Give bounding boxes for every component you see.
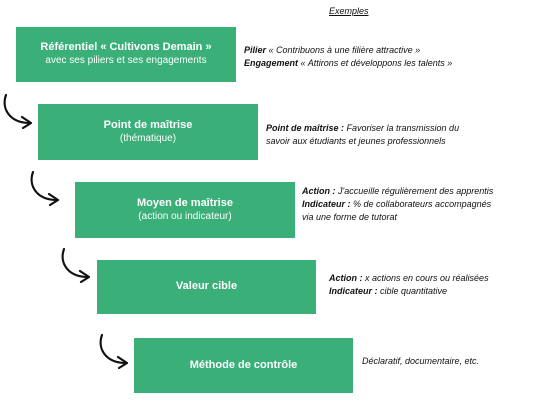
example-line: Point de maîtrise : Favoriser la transmi… — [266, 123, 460, 133]
example-line: Pilier « Contribuons à une filière attra… — [244, 45, 421, 55]
example-line: Déclaratif, documentaire, etc. — [362, 356, 480, 366]
step-title: Méthode de contrôle — [189, 358, 298, 371]
step-subtitle: avec ses piliers et ses engagements — [45, 55, 207, 67]
curved-arrow-icon — [61, 247, 91, 283]
example-line: Action : x actions en cours ou réalisées — [329, 273, 489, 283]
example-line: Action : J'accueille régulièrement des a… — [302, 186, 494, 196]
example-text-moyen-de-maitrise: Action : J'accueille régulièrement des a… — [302, 185, 493, 224]
step-box-valeur-cible: Valeur cible — [97, 260, 316, 314]
example-line: Indicateur : % de collaborateurs accompa… — [302, 199, 492, 209]
step-title: Point de maîtrise — [103, 118, 193, 131]
step-box-point-de-maitrise: Point de maîtrise (thématique) — [38, 104, 258, 160]
step-subtitle: (thématique) — [119, 132, 177, 144]
example-line: savoir aux étudiants et jeunes professio… — [266, 136, 446, 146]
step-title: Valeur cible — [175, 280, 238, 293]
examples-header: Exemples — [329, 6, 369, 16]
step-title: Référentiel « Cultivons Demain » — [40, 41, 212, 54]
step-box-methode-de-controle: Méthode de contrôle — [134, 338, 353, 393]
example-text-point-de-maitrise: Point de maîtrise : Favoriser la transmi… — [266, 122, 459, 148]
step-box-moyen-de-maitrise: Moyen de maîtrise (action ou indicateur) — [75, 182, 295, 238]
example-line: Engagement « Attirons et développons les… — [244, 58, 453, 68]
step-subtitle: (action ou indicateur) — [138, 210, 232, 222]
curved-arrow-icon — [99, 333, 129, 369]
step-title: Moyen de maîtrise — [137, 196, 233, 209]
example-text-referentiel: Pilier « Contribuons à une filière attra… — [244, 44, 452, 70]
example-line: via une forme de tutorat — [302, 212, 398, 222]
step-box-referentiel: Référentiel « Cultivons Demain » avec se… — [16, 27, 236, 82]
curved-arrow-icon — [30, 170, 60, 206]
example-text-methode-de-controle: Déclaratif, documentaire, etc. — [362, 355, 479, 368]
example-line: Indicateur : cible quantitative — [329, 286, 448, 296]
example-text-valeur-cible: Action : x actions en cours ou réalisées… — [329, 272, 489, 298]
curved-arrow-icon — [3, 93, 33, 129]
